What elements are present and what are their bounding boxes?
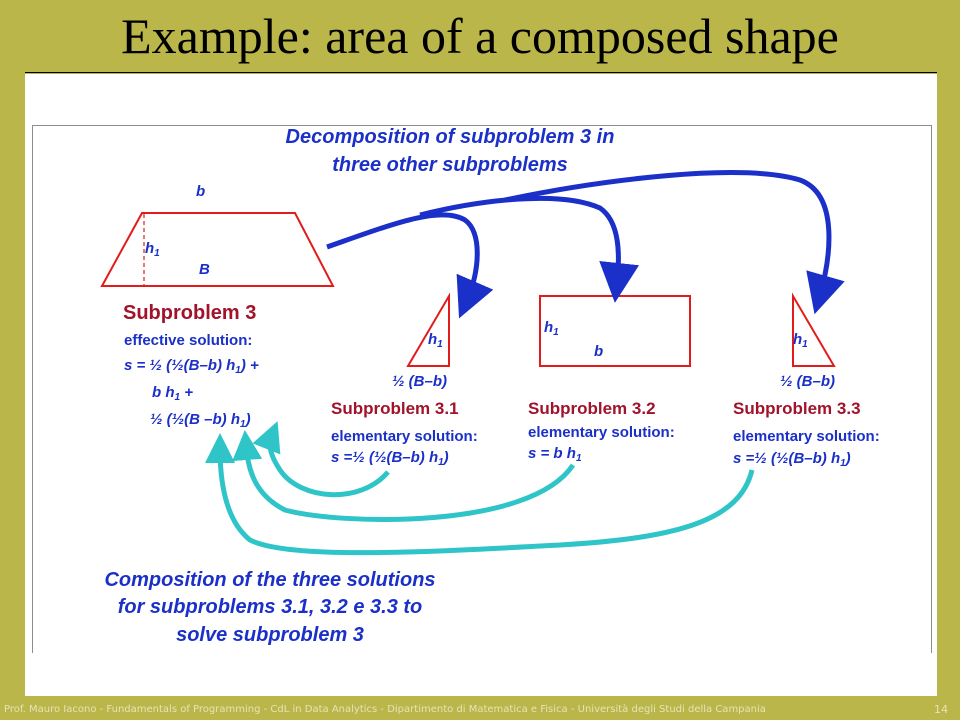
subproblem-3-3-title: Subproblem 3.3 [733, 399, 861, 418]
subproblem-3-sub-3: 1 [240, 419, 246, 430]
top-caption-line-2: three other subproblems [332, 154, 568, 176]
rectangle-3-2-height-label: h [544, 319, 553, 336]
subproblem-3-line-3-tail: ) [244, 411, 251, 428]
subproblem-3-3-sub: 1 [840, 458, 846, 469]
subproblem-3-1-tail: ) [442, 449, 449, 466]
subproblem-3-2-formula: s = b h [528, 445, 576, 462]
svg-text:h1: h1 [145, 240, 160, 259]
subproblem-3-line-2-tail: + [180, 384, 193, 401]
rectangle-3-2-shape [539, 295, 691, 367]
footer-credit: Prof. Mauro Iacono - Fundamentals of Pro… [4, 704, 766, 715]
subproblem-3-title: Subproblem 3 [123, 302, 256, 324]
top-caption-line-1: Decomposition of subproblem 3 in [286, 126, 615, 148]
subproblem-3-line-1-tail: ) + [239, 357, 259, 374]
page-number: 14 [934, 703, 948, 716]
subproblem-3-line-2: b h [152, 384, 175, 401]
title-rule [25, 72, 937, 73]
svg-text:b h1 +: b h1 + [152, 384, 193, 403]
svg-text:s = b h1: s = b h1 [528, 445, 582, 464]
svg-text:h1: h1 [793, 331, 808, 350]
triangle-3-3-shape [792, 292, 836, 367]
subproblem-3-2-label: elementary solution: [528, 424, 675, 441]
subproblem-3-3-label: elementary solution: [733, 428, 880, 445]
trapezoid-shape [100, 212, 335, 287]
triangle-3-1-height-sub: 1 [437, 339, 443, 350]
subproblem-3-3-tail: ) [844, 450, 851, 467]
trapezoid-height-sub: 1 [154, 248, 160, 259]
triangle-3-3-height-label: h [793, 331, 802, 348]
bottom-caption-line-3: solve subproblem 3 [176, 624, 364, 646]
subproblem-3-line-1: s = ½ (½(B–b) h [124, 357, 235, 374]
triangle-3-3-base-label: ½ (B–b) [780, 373, 835, 390]
subproblem-3-line-3: ½ (½(B –b) h [150, 411, 240, 428]
subproblem-3-3-formula: s =½ (½(B–b) h [733, 450, 840, 467]
bottom-caption-line-2: for subproblems 3.1, 3.2 e 3.3 to [118, 596, 423, 618]
subproblem-3-2-sub: 1 [576, 453, 582, 464]
trapezoid-top-label: b [196, 183, 205, 200]
triangle-3-1-base-label: ½ (B–b) [392, 373, 447, 390]
svg-text:h1: h1 [544, 319, 559, 338]
subproblem-3-2-title: Subproblem 3.2 [528, 399, 656, 418]
decomposition-arrow-3-2 [419, 195, 640, 303]
composition-arrow-3-1 [252, 421, 390, 498]
decomposition-arrow-3-1 [326, 212, 494, 319]
triangle-3-1-shape [406, 292, 450, 367]
composition-arrow-3-3 [205, 433, 755, 556]
decomposition-arrow-3-3 [504, 170, 845, 315]
svg-text:s =½ (½(B–b) h1): s =½ (½(B–b) h1) [331, 449, 449, 468]
subproblem-3-label: effective solution: [124, 332, 252, 349]
subproblem-3-sub-2: 1 [175, 392, 181, 403]
svg-text:h1: h1 [428, 331, 443, 350]
diagram-frame [32, 125, 932, 653]
svg-text:s =½ (½(B–b) h1): s =½ (½(B–b) h1) [733, 450, 851, 469]
subproblem-3-1-label: elementary solution: [331, 428, 478, 445]
rectangle-3-2-base-label: b [594, 343, 603, 360]
subproblem-3-1-sub: 1 [438, 457, 444, 468]
svg-text:s = ½ (½(B–b) h1) +: s = ½ (½(B–b) h1) + [124, 357, 259, 376]
subproblem-3-1-formula: s =½ (½(B–b) h [331, 449, 438, 466]
subproblem-3-sub-1: 1 [235, 365, 241, 376]
rectangle-3-2-height-sub: 1 [553, 327, 559, 338]
trapezoid-base-label: B [199, 261, 210, 278]
triangle-3-1-height-label: h [428, 331, 437, 348]
bottom-caption-line-1: Composition of the three solutions [104, 569, 435, 591]
composition-arrow-3-2 [232, 430, 576, 523]
triangle-3-3-height-sub: 1 [802, 339, 808, 350]
trapezoid-height-label: h [145, 240, 154, 257]
svg-text:½ (½(B –b) h1): ½ (½(B –b) h1) [150, 411, 251, 430]
subproblem-3-1-title: Subproblem 3.1 [331, 399, 459, 418]
slide-title: Example: area of a composed shape [121, 8, 839, 64]
